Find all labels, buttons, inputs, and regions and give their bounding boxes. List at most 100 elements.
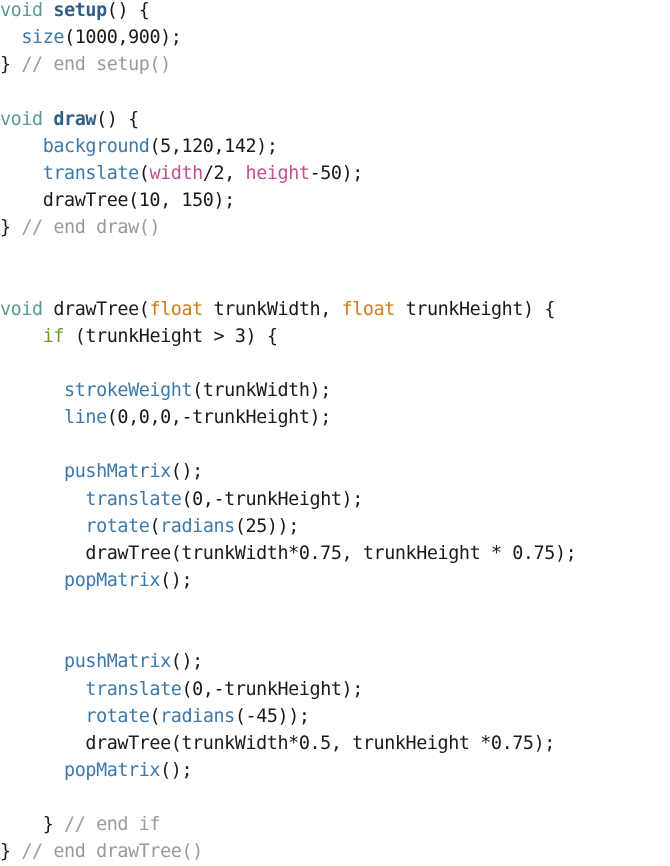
code-token-plain (0, 516, 85, 537)
code-line: void draw() { (0, 106, 576, 133)
code-line: size(1000,900); (0, 24, 576, 51)
code-line: pushMatrix(); (0, 458, 576, 485)
code-token-plain (43, 109, 54, 130)
code-token-plain: ( (138, 162, 150, 184)
code-line: popMatrix(); (0, 757, 576, 784)
code-token-builtin: popMatrix (64, 569, 161, 591)
code-token-plain (0, 760, 64, 781)
code-token-builtin: popMatrix (64, 759, 161, 781)
code-line: } // end setup() (0, 51, 576, 78)
code-line: ​ (0, 594, 576, 621)
code-token-comment: // end drawTree() (21, 841, 203, 863)
code-token-plain: (25)); (234, 515, 299, 537)
code-token-builtin: translate (85, 488, 182, 510)
code-token-plain (0, 163, 43, 184)
code-line: ​ (0, 431, 576, 458)
code-line: ​ (0, 784, 576, 811)
code-line: ​ (0, 268, 576, 295)
code-line: drawTree(10, 150); (0, 187, 576, 214)
code-token-plain: trunkWidth, (202, 298, 342, 320)
code-line: rotate(radians(-45)); (0, 703, 576, 730)
code-token-plain: trunkHeight) { (394, 298, 556, 320)
code-line: ​ (0, 241, 576, 268)
code-token-keyword: void (0, 0, 43, 21)
code-editor[interactable]: void setup() { size(1000,900);} // end s… (0, 0, 577, 866)
code-token-builtin: radians (160, 705, 235, 727)
code-token-builtin: strokeWeight (64, 379, 193, 401)
code-token-plain: ( (149, 705, 161, 727)
code-token-plain (0, 27, 21, 48)
code-token-plain (0, 461, 64, 482)
code-token-plain (0, 326, 43, 347)
code-token-plain (43, 0, 54, 21)
code-token-plain: (); (170, 461, 203, 483)
code-token-keyword: void (0, 108, 43, 130)
code-token-type-float: float (149, 298, 203, 320)
code-token-builtin: radians (160, 515, 235, 537)
code-token-plain: drawTree( (42, 298, 150, 320)
code-token-plain: } (0, 217, 22, 239)
code-token-plain (0, 380, 64, 401)
code-line: ​ (0, 621, 576, 648)
code-token-plain (0, 570, 64, 591)
code-token-plain: (); (160, 759, 193, 781)
code-token-plain: } (0, 54, 22, 76)
code-token-plain: } (0, 841, 22, 863)
code-line: } // end if (0, 811, 576, 838)
code-token-plain: () { (106, 0, 150, 21)
code-line: popMatrix(); (0, 567, 576, 594)
code-token-plain: (5,120,142); (149, 135, 278, 157)
code-token-plain (0, 679, 85, 700)
code-token-plain (0, 651, 64, 672)
code-line: ​ (0, 350, 576, 377)
code-token-keyword: void (0, 298, 43, 320)
code-line: pushMatrix(); (0, 648, 576, 675)
code-token-comment: // end draw() (21, 217, 161, 239)
code-line: rotate(radians(25)); (0, 513, 576, 540)
code-token-comment: // end setup() (21, 54, 171, 76)
code-token-plain: (0,0,0,-trunkHeight); (106, 407, 332, 429)
code-token-builtin: pushMatrix (64, 651, 171, 673)
code-token-builtin: translate (85, 678, 182, 700)
code-line: strokeWeight(trunkWidth); (0, 377, 576, 404)
code-token-comment: // end if (64, 814, 161, 836)
code-token-plain: (-45)); (234, 705, 310, 727)
code-token-plain: drawTree(trunkWidth*0.75, trunkHeight * … (0, 542, 577, 564)
code-line: translate(0,-trunkHeight); (0, 486, 576, 513)
code-token-plain: -50); (309, 162, 364, 184)
code-line: translate(width/2, height-50); (0, 160, 576, 187)
code-line: } // end draw() (0, 214, 576, 241)
code-token-plain: (trunkHeight > 3) { (64, 325, 278, 347)
code-line: if (trunkHeight > 3) { (0, 323, 576, 350)
code-token-builtin: background (42, 135, 150, 157)
code-token-plain: (0,-trunkHeight); (181, 488, 363, 510)
code-token-plain: drawTree(trunkWidth*0.5, trunkHeight *0.… (0, 732, 555, 754)
code-token-plain: (trunkWidth); (192, 379, 331, 401)
code-token-builtin: pushMatrix (64, 461, 171, 483)
code-line: } // end drawTree() (0, 838, 576, 865)
code-token-builtin: size (21, 27, 65, 49)
code-line: drawTree(trunkWidth*0.5, trunkHeight *0.… (0, 730, 576, 757)
code-token-function-bold: draw (53, 108, 97, 130)
code-token-plain: (1000,900); (64, 27, 182, 49)
code-token-plain (0, 489, 85, 510)
code-line: background(5,120,142); (0, 133, 576, 160)
code-line: ​ (0, 78, 576, 105)
code-token-plain: () { (96, 108, 139, 130)
code-token-plain: (); (170, 651, 203, 673)
code-token-plain: } (0, 814, 65, 836)
code-token-variable: height (245, 162, 310, 184)
code-token-plain (0, 136, 43, 157)
code-token-builtin: rotate (85, 705, 150, 727)
code-token-builtin: translate (42, 162, 139, 184)
code-token-variable: width (149, 162, 203, 184)
code-line: void setup() { (0, 0, 576, 24)
code-token-type-float: float (341, 298, 396, 320)
code-token-plain: ( (149, 515, 161, 537)
code-token-function-bold: setup (53, 0, 107, 21)
code-token-builtin: line (64, 407, 107, 429)
code-token-plain: (0,-trunkHeight); (181, 678, 363, 700)
code-token-plain: /2, (202, 162, 246, 184)
code-token-plain: (); (160, 569, 193, 591)
code-token-builtin: rotate (85, 515, 150, 537)
